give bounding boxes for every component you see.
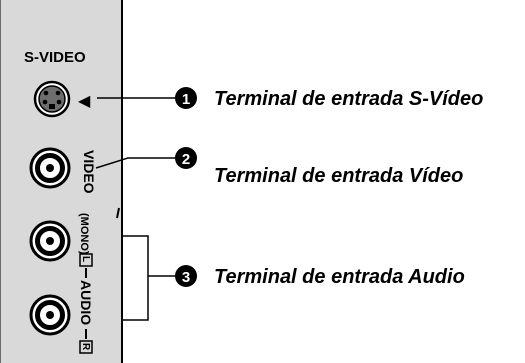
callout-text-2: Terminal de entrada Vídeo (214, 165, 463, 187)
callout-number-3: 3 (182, 269, 190, 286)
callout-number-1-badge (175, 87, 197, 109)
panel-tick (116, 207, 120, 219)
callout-text-3: Terminal de entrada Audio (214, 266, 465, 288)
mono-label: (MONO) (78, 213, 90, 255)
svideo-jack[interactable] (33, 80, 71, 118)
callout-number-2: 2 (182, 151, 190, 168)
video-label: VIDEO (81, 150, 97, 194)
callout-number-1: 1 (182, 91, 190, 108)
audio-left-mark: L (79, 253, 93, 267)
audio-right-jack[interactable] (29, 294, 71, 336)
audio-label: AUDIO (78, 280, 94, 325)
svg-text:R: R (80, 343, 91, 351)
arrow-icon: ◀ (78, 91, 91, 110)
callout-line-2 (95, 157, 175, 169)
callout-number-3-badge (175, 265, 197, 287)
audio-right-mark: R (79, 340, 93, 354)
callout-text-1: Terminal de entrada S-Vídeo (214, 88, 483, 110)
callout-number-2-badge (175, 147, 197, 169)
callout-bracket-3 (123, 235, 149, 321)
audio-left-jack[interactable] (29, 220, 71, 262)
video-jack[interactable] (29, 147, 71, 189)
svideo-label: S-VIDEO (24, 49, 86, 66)
svg-text:L: L (80, 256, 91, 262)
